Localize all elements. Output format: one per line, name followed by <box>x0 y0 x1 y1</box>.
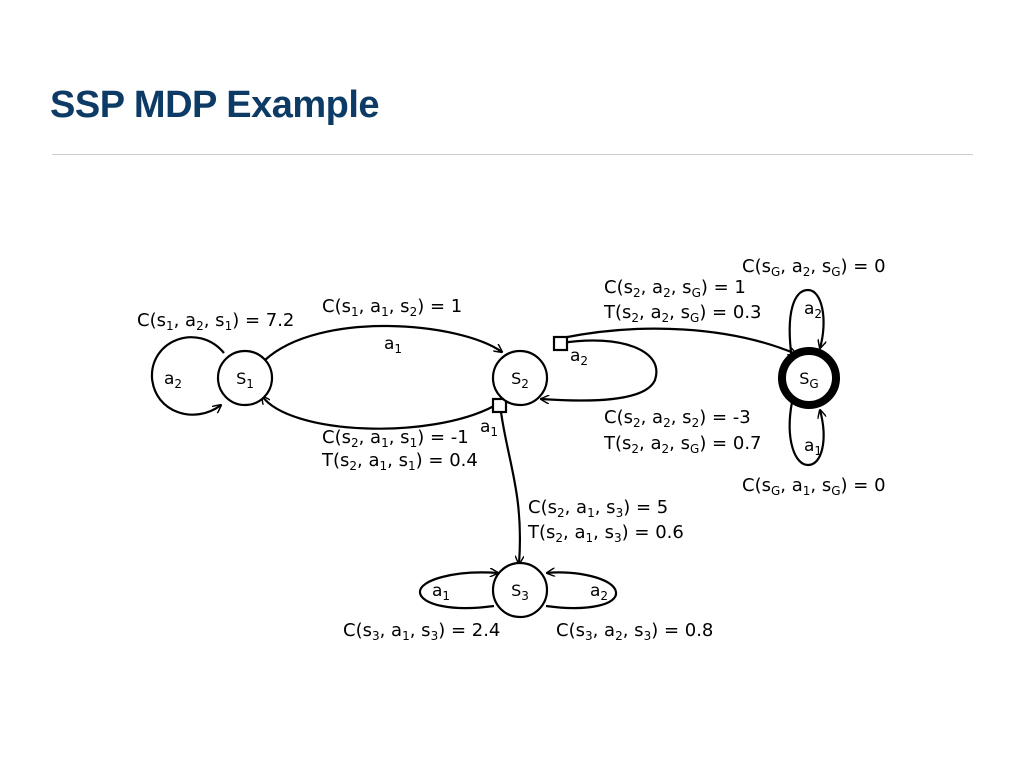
action-label-s2-a1: a1 <box>480 417 498 439</box>
label-t-s2-a1-s1: T(s2, a1, s1) = 0.4 <box>321 450 478 473</box>
label-t-s2-a2-sG: T(s2, a2, sG) = 0.3 <box>603 302 762 325</box>
edge-sG-a2-self <box>788 288 824 361</box>
label-c-s1-a2-s1: C(s1, a2, s1) = 7.2 <box>137 310 294 333</box>
action-node-s2-a2 <box>552 335 569 352</box>
slide-title: SSP MDP Example <box>50 84 380 126</box>
state-s2 <box>491 349 549 407</box>
edge-s3-a1-self <box>418 572 498 610</box>
edge-s2-a1-s1 <box>262 396 495 430</box>
label-t-s2-a1-s3: T(s2, a1, s3) = 0.6 <box>527 522 684 545</box>
edge-s2-a2-self <box>541 339 658 401</box>
label-c-s1-a1-s2: C(s1, a1, s2) = 1 <box>322 296 462 319</box>
edge-s1-a2-self <box>150 336 225 416</box>
action-node-s2-a1 <box>491 397 508 414</box>
edge-s2-a1-s3 <box>499 411 520 564</box>
action-label-s3-a1: a1 <box>432 581 450 603</box>
action-label-s1-a1: a1 <box>384 334 402 356</box>
edge-s1-a1-s2 <box>264 324 502 361</box>
label-c-s2-a1-s3: C(s2, a1, s3) = 5 <box>528 497 668 520</box>
state-s1 <box>216 349 274 407</box>
action-label-sG-a1: a1 <box>804 436 822 458</box>
action-label-s2-a2: a2 <box>570 346 588 368</box>
label-c-sG-a1-sG: C(sG, a1, sG) = 0 <box>742 475 886 498</box>
title-divider <box>52 154 973 155</box>
action-label-s3-a2: a2 <box>590 581 608 603</box>
action-label-s1-a2: a2 <box>164 369 182 391</box>
label-c-sG-a2-sG: C(sG, a2, sG) = 0 <box>742 256 886 279</box>
action-label-sG-a2: a2 <box>804 299 822 321</box>
label-c-s2-a2-sG: C(s2, a2, sG) = 1 <box>604 277 746 300</box>
edge-sG-a1-self <box>788 401 824 467</box>
label-c-s3-a1-s3: C(s3, a1, s3) = 2.4 <box>343 620 500 643</box>
edge-s3-a2-self <box>546 572 618 610</box>
label-c-s2-a2-s2: C(s2, a2, s2) = -3 <box>604 407 751 430</box>
state-sG-goal <box>778 347 840 409</box>
label-c-s3-a2-s3: C(s3, a2, s3) = 0.8 <box>556 620 713 643</box>
state-s3 <box>491 561 549 619</box>
label-t-s2-a2-sG-2: T(s2, a2, sG) = 0.7 <box>603 433 762 456</box>
label-c-s2-a1-s1: C(s2, a1, s1) = -1 <box>322 427 469 450</box>
edge-s2-a2-sG <box>561 327 796 354</box>
